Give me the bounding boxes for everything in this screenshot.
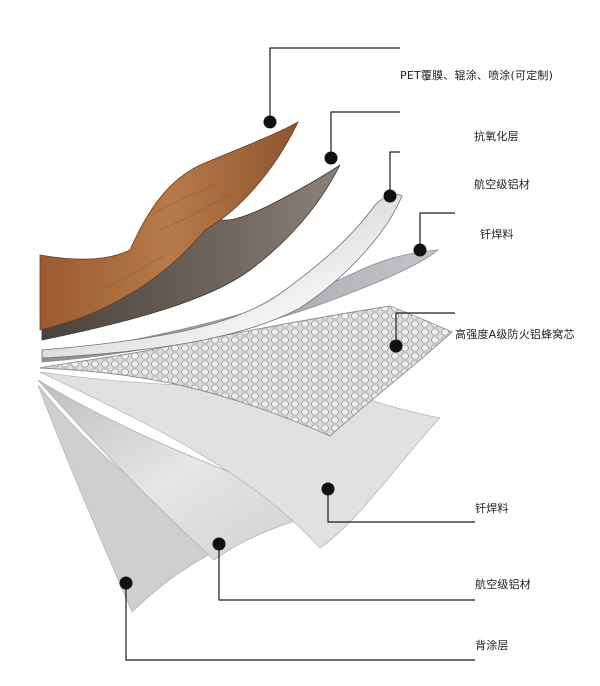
dot-solder-bottom [321, 482, 335, 496]
dot-pet [263, 115, 277, 129]
alu-bottom-sheet [37, 379, 332, 561]
label-solder-bottom: 钎焊料 [475, 502, 509, 515]
leader-line-solder-bottom [327, 489, 475, 523]
label-antioxide: 抗氧化层 [474, 130, 519, 143]
dot-back-coat [119, 576, 133, 590]
label-alu-top: 航空级铝材 [474, 178, 530, 191]
label-solder-top: 钎焊料 [480, 228, 514, 241]
dot-honeycomb [389, 339, 403, 353]
leader-line-alu-bottom [218, 544, 475, 601]
leader-line-alu-top [389, 151, 400, 196]
leader-line-back-coat [125, 583, 475, 661]
honeycomb-core [39, 305, 453, 437]
leader-line-solder-top [419, 212, 455, 250]
dot-antioxide [324, 151, 338, 165]
label-alu-bottom: 航空级铝材 [475, 578, 531, 591]
leader-line-honeycomb [395, 312, 455, 346]
dot-solder-top [413, 243, 427, 257]
pet-wood-grain [99, 184, 236, 291]
leader-lines [125, 47, 475, 661]
dot-alu-top [383, 189, 397, 203]
leader-dots [119, 115, 427, 590]
back-coat-sheet [37, 384, 231, 613]
label-back-coat: 背涂层 [475, 639, 509, 652]
leader-line-pet [269, 47, 400, 122]
label-honeycomb: 高强度A级防火铝蜂窝芯 [455, 328, 575, 341]
label-pet: PET覆膜、辊涂、喷涂(可定制) [400, 69, 554, 82]
dot-alu-bottom [212, 537, 226, 551]
leader-line-antioxide [330, 111, 400, 158]
